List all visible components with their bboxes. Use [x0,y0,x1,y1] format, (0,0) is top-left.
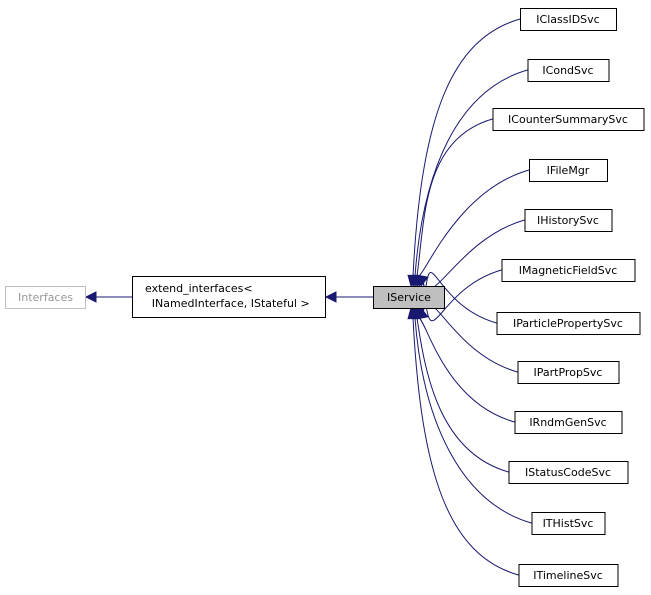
node-iservice[interactable]: IService [373,286,445,309]
node-irndmgensvc[interactable]: IRndmGenSvc [514,411,623,434]
node-istatuscodesvc[interactable]: IStatusCodeSvc [508,461,629,484]
node-iservice-label: IService [387,291,431,304]
edge-iclassidsvc-to-iservice [407,18,521,288]
node-icondsvc-label: ICondSvc [542,64,593,77]
derived-edges [407,18,532,576]
node-ithistsvc[interactable]: ITHistSvc [531,512,606,535]
node-interfaces[interactable]: Interfaces [5,286,86,309]
node-iparticlepropertysvc[interactable]: IParticlePropertySvc [496,312,641,335]
node-imagneticfieldsvc[interactable]: IMagneticFieldSvc [501,259,636,282]
node-itimelinesvc-label: ITimelineSvc [533,569,603,582]
node-iclassidsvc[interactable]: IClassIDSvc [520,8,617,31]
node-ifilemgr[interactable]: IFileMgr [529,159,608,182]
node-irndmgensvc-label: IRndmGenSvc [529,416,606,429]
edge-icountersummarysvc-to-iservice [411,118,493,288]
node-icountersummarysvc[interactable]: ICounterSummarySvc [492,108,645,131]
node-ipartpropsvc-label: IPartPropSvc [534,366,603,379]
node-interfaces-label: Interfaces [18,291,73,304]
node-ithistsvc-label: ITHistSvc [543,517,594,530]
node-imagneticfieldsvc-label: IMagneticFieldSvc [519,264,618,277]
node-istatuscodesvc-label: IStatusCodeSvc [525,466,611,479]
node-itimelinesvc[interactable]: ITimelineSvc [518,564,619,587]
edge-itimelinesvc-to-iservice [407,306,519,576]
node-icountersummarysvc-label: ICounterSummarySvc [508,113,628,126]
node-ifilemgr-label: IFileMgr [547,164,590,177]
node-iparticlepropertysvc-label: IParticlePropertySvc [513,317,623,330]
node-extend-interfaces-line2: INamedInterface, IStateful > [148,297,309,310]
node-extend-interfaces-line1: extend_interfaces< [145,282,253,295]
node-ipartpropsvc[interactable]: IPartPropSvc [517,361,620,384]
edge-icondsvc-to-iservice [409,69,528,288]
edge-extend-to-interfaces [84,291,132,303]
node-ihistorysvc-label: IHistorySvc [537,214,599,227]
derived-nodes: IClassIDSvcICondSvcICounterSummarySvcIFi… [492,8,645,587]
node-icondsvc[interactable]: ICondSvc [527,59,610,82]
edge-iservice-to-extend [324,291,373,303]
edge-ithistsvc-to-iservice [409,306,532,524]
node-ihistorysvc[interactable]: IHistorySvc [524,209,613,232]
node-extend-interfaces[interactable]: extend_interfaces< INamedInterface, ISta… [132,276,326,318]
node-iclassidsvc-label: IClassIDSvc [536,13,599,26]
